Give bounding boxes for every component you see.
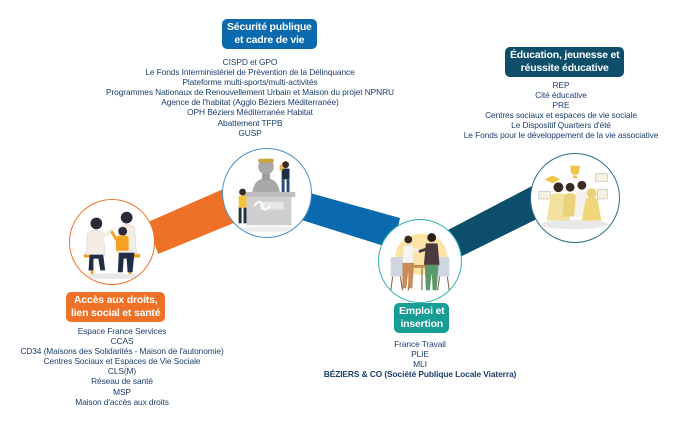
badge-education-line-1: Éducation, jeunesse et (510, 49, 620, 61)
list-item: Maison d'accès aux droits (75, 396, 169, 407)
list-securite: CISPD et GPO Le Fonds Interministériel d… (106, 57, 394, 138)
badge-emploi-line-1: Emploi et (399, 305, 445, 317)
doctor-consultation-icon (83, 211, 141, 280)
badge-education-line-2: réussite éducative (520, 62, 609, 74)
list-item: Plateforme multi-sports/multi-activités (182, 77, 318, 88)
list-item: Espace France Services (77, 326, 167, 336)
badge-emploi-line-2: insertion (400, 318, 443, 330)
badge-securite-line-1: Sécurité publique (227, 21, 312, 33)
list-item: CLS(M) (107, 366, 137, 377)
band-navy (448, 186, 545, 258)
list-item: Programmes Nationaux de Renouvellement U… (105, 87, 395, 98)
list-item: Le Dispositif Quartiers d'été (511, 120, 611, 131)
list-emploi: France Travail PLIE MLI BÉZIERS & CO (So… (323, 339, 517, 380)
band-blue-fix (289, 196, 391, 246)
illustration-circle-education (530, 153, 620, 243)
list-item: Centres Sociaux et Espaces de Vie Social… (43, 356, 201, 367)
badge-acces-line-2: lien social et santé (71, 307, 161, 319)
badge-securite-line-2: et cadre de vie (234, 34, 305, 46)
students-graduation-icon (538, 165, 609, 230)
statue-cleaning-icon (237, 158, 297, 233)
illustration-circle-securite (222, 148, 312, 238)
list-item: PLIE (411, 349, 429, 360)
list-item: Le Fonds Interministériel de Prévention … (145, 67, 355, 78)
list-item: REP (552, 80, 570, 90)
list-item: Réseau de santé (91, 376, 153, 387)
list-item: Centres sociaux et espaces de vie social… (485, 110, 637, 121)
list-item: OPH Béziers Méditerranée Habitat (187, 107, 313, 118)
list-education: REP Cité éducative PRE Centres sociaux e… (464, 80, 659, 141)
badge-education: Éducation, jeunesse et réussite éducativ… (505, 47, 625, 77)
illustration-circle-acces (69, 199, 155, 285)
badge-emploi: Emploi et insertion (394, 303, 450, 333)
list-item: PRE (552, 100, 570, 111)
badge-acces-line-1: Accès aux droits, (73, 294, 158, 306)
handshake-icon (390, 233, 450, 291)
list-item: MLI (413, 359, 427, 370)
list-item: CD34 (Maisons des Solidarités - Maison d… (20, 346, 224, 357)
list-item: Le Fonds pour le développement de la vie… (463, 130, 659, 141)
list-item: France Travail (394, 339, 446, 349)
illustration-circle-emploi (378, 219, 462, 303)
list-item: Abattement TFPB (217, 117, 283, 128)
badge-securite: Sécurité publique et cadre de vie (222, 19, 317, 49)
list-item: Cité éducative (535, 90, 587, 101)
list-item: MSP (113, 386, 131, 397)
list-acces: Espace France Services CCAS CD34 (Maison… (20, 326, 223, 407)
list-item-strong: BÉZIERS & CO (Société Publique Locale Vi… (323, 369, 517, 380)
list-item: GUSP (238, 127, 262, 138)
list-item: CISPD et GPO (222, 57, 278, 67)
badge-acces: Accès aux droits, lien social et santé (66, 292, 166, 322)
list-item: CCAS (110, 336, 134, 347)
list-item: Agence de l'habitat (Agglo Béziers Médit… (161, 97, 339, 108)
